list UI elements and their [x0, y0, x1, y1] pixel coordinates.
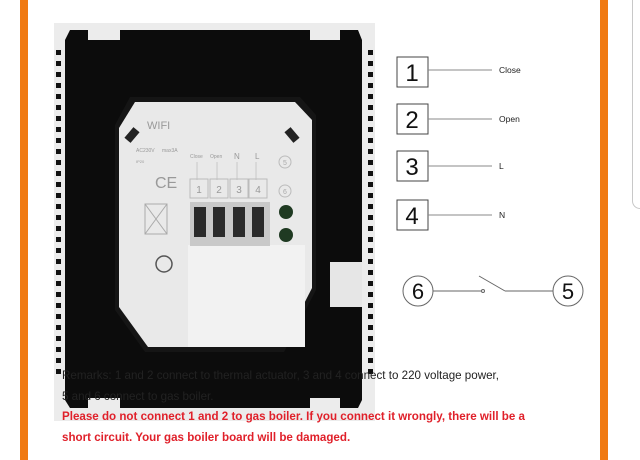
frame-slot [368, 160, 373, 165]
frame-slot [368, 204, 373, 209]
frame-slot [368, 336, 373, 341]
frame-slot [56, 215, 61, 220]
frame-slot [368, 325, 373, 330]
frame-slot [56, 149, 61, 154]
frame-slot [368, 226, 373, 231]
frame-slot [368, 215, 373, 220]
relay-number-5: 5 [283, 160, 287, 167]
legend-number-3: 3 [405, 154, 418, 181]
relay-number-6: 6 [283, 189, 287, 196]
frame-slot [56, 336, 61, 341]
rating-current: max3A [162, 148, 178, 154]
frame-slot [56, 72, 61, 77]
frame-slot [368, 358, 373, 363]
frame-slot [368, 94, 373, 99]
terminal-legend [396, 56, 492, 231]
frame-slot [56, 369, 61, 374]
terminal-label-open: Open [210, 154, 222, 160]
frame-slot [56, 138, 61, 143]
legend-number-1: 1 [405, 60, 418, 87]
frame-slot [56, 303, 61, 308]
boiler-switch-symbol [402, 275, 584, 307]
frame-slot [368, 72, 373, 77]
terminal-number-3: 3 [236, 185, 242, 196]
frame-slot [368, 105, 373, 110]
terminal-label-l: L [255, 152, 260, 161]
frame-slot [56, 292, 61, 297]
frame-slot [56, 94, 61, 99]
frame-slot [56, 61, 61, 66]
terminal-label-n: N [234, 152, 240, 161]
terminal-number-2: 2 [216, 185, 222, 196]
legend-number-4: 4 [405, 203, 418, 230]
frame-slot [56, 160, 61, 165]
frame-slot [56, 248, 61, 253]
frame-slot [368, 50, 373, 55]
frame-slot [368, 347, 373, 352]
frame-slot [56, 182, 61, 187]
terminal-label-close: Close [190, 154, 203, 160]
frame-slot [368, 248, 373, 253]
frame-slot [368, 259, 373, 264]
warning-line-1: Please do not connect 1 and 2 to gas boi… [62, 410, 525, 423]
frame-slot [368, 281, 373, 286]
frame-slot [368, 83, 373, 88]
frame-slot [56, 193, 61, 198]
frame-slot [368, 61, 373, 66]
frame-slot [368, 292, 373, 297]
frame-slot [368, 193, 373, 198]
frame-slot [368, 116, 373, 121]
ip-label: IP20 [136, 159, 145, 164]
warning-line-2: short circuit. Your gas boiler board wil… [62, 430, 351, 444]
legend-number-2: 2 [405, 107, 418, 134]
page-border-right [600, 0, 608, 460]
page-border-left [20, 0, 28, 460]
legend-label-open: Open [499, 114, 520, 124]
terminal-block [190, 202, 293, 246]
frame-slot [368, 303, 373, 308]
reset-hole-icon [155, 255, 173, 273]
legend-label-n: N [499, 210, 505, 220]
remarks-text: Remarks: 1 and 2 connect to thermal actu… [62, 366, 525, 448]
frame-slot [56, 237, 61, 242]
frame-slot [368, 182, 373, 187]
frame-slot [56, 127, 61, 132]
legend-label-l: L [499, 161, 504, 171]
terminal-number-1: 1 [196, 185, 202, 196]
frame-slot [56, 204, 61, 209]
frame-slot [56, 270, 61, 275]
legend-label-close: Close [499, 65, 521, 75]
frame-slot [368, 270, 373, 275]
switch-terminal-6: 6 [412, 279, 424, 304]
frame-slot [368, 314, 373, 319]
frame-slot [56, 347, 61, 352]
wifi-label: WIFI [147, 120, 170, 132]
terminal-number-4: 4 [255, 185, 261, 196]
frame-slot [368, 369, 373, 374]
frame-slot [368, 149, 373, 154]
frame-slot [56, 50, 61, 55]
frame-slot [56, 226, 61, 231]
frame-slot [368, 127, 373, 132]
frame-slot [368, 237, 373, 242]
frame-slot [56, 171, 61, 176]
thermostat-back-photo: WIFI AC230V max3A IP20 CE Close Open N L… [54, 23, 375, 421]
frame-slot [56, 325, 61, 330]
frame-slot [56, 116, 61, 121]
frame-slot [56, 314, 61, 319]
frame-slot [368, 138, 373, 143]
frame-slot [56, 259, 61, 264]
frame-slot [56, 105, 61, 110]
frame-slot [368, 171, 373, 176]
remarks-line-2: 5 and 6 connect to gas boiler. [62, 389, 214, 403]
switch-terminal-5: 5 [562, 279, 574, 304]
frame-slot [56, 83, 61, 88]
frame-slot [56, 358, 61, 363]
frame-slot [56, 281, 61, 286]
remarks-line-1: Remarks: 1 and 2 connect to thermal actu… [62, 369, 499, 382]
rating-voltage: AC230V [136, 148, 155, 154]
ce-mark: CE [155, 175, 177, 192]
weee-icon [144, 203, 168, 235]
